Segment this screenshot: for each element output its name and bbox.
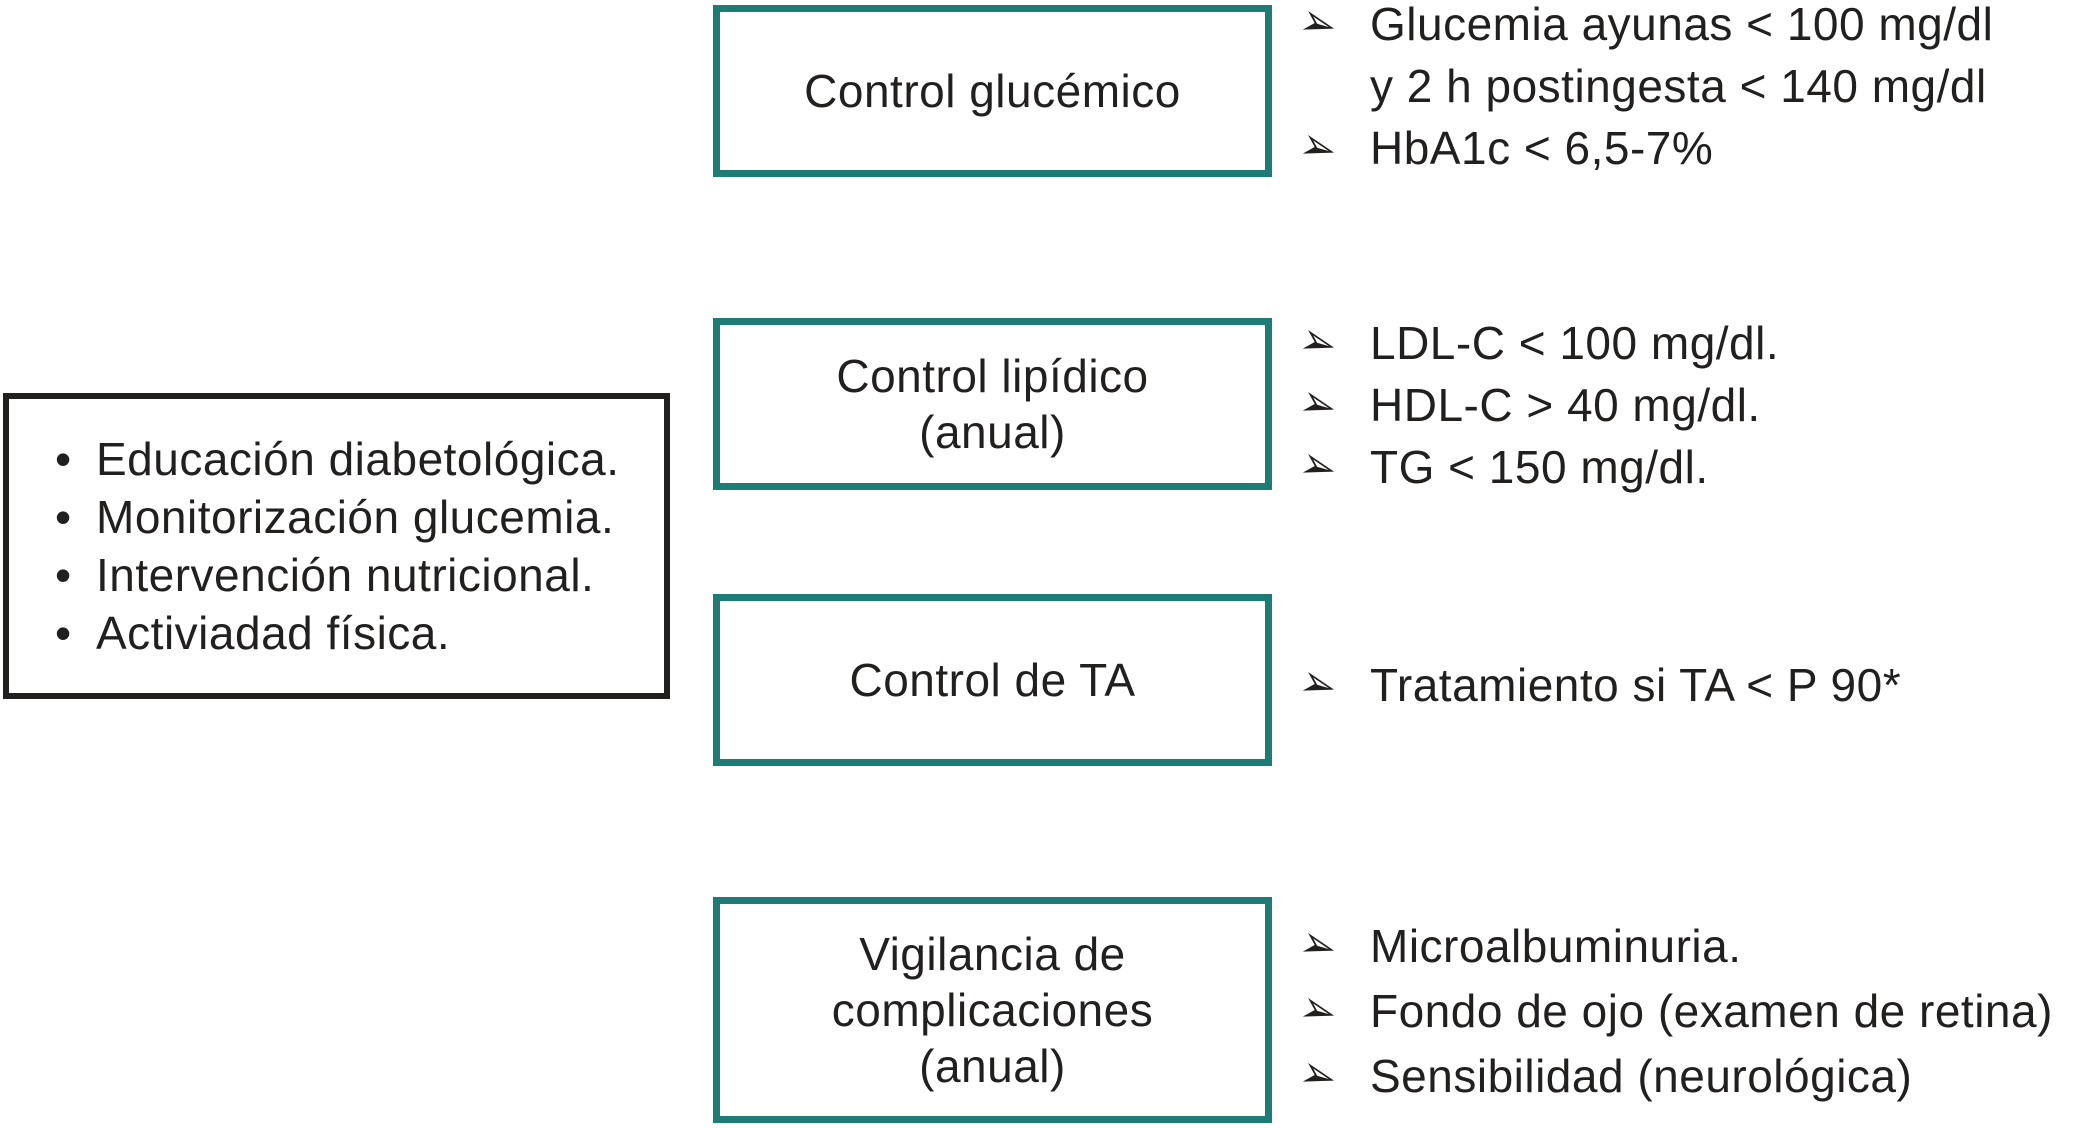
target-text: Tratamiento si TA < P 90* [1370, 659, 1902, 711]
target-text: Fondo de ojo (examen de retina) [1370, 984, 2053, 1037]
target-item: ➢ y 2 h postingesta < 140 mg/dl [1300, 55, 1993, 117]
target-item: ➢ TG < 150 mg/dl. [1294, 436, 1779, 498]
target-item: ➢ Sensibilidad (neurológica) [1294, 1043, 2053, 1108]
arrow-bullet-icon: ➢ [1294, 981, 1344, 1039]
complication-screening-list: ➢ Microalbuminuria. ➢ Fondo de ojo (exam… [1294, 913, 2053, 1108]
target-text: TG < 150 mg/dl. [1370, 441, 1709, 493]
box-label-line: (anual) [919, 1040, 1066, 1092]
general-measure-label: Intervención nutricional. [96, 549, 595, 601]
dot-bullet-icon: • [55, 607, 72, 659]
target-item: ➢ Glucemia ayunas < 100 mg/dl [1294, 0, 1994, 55]
target-text: Glucemia ayunas < 100 mg/dl [1370, 0, 1994, 50]
lipid-targets-list: ➢ LDL-C < 100 mg/dl. ➢ HDL-C > 40 mg/dl.… [1294, 312, 1780, 498]
box-label-line: Control glucémico [804, 65, 1181, 117]
arrow-bullet-icon: ➢ [1294, 916, 1344, 974]
target-text: HDL-C > 40 mg/dl. [1370, 379, 1761, 431]
control-ta-box: Control de TA [713, 594, 1272, 766]
arrow-bullet-icon: ➢ [1294, 313, 1344, 372]
box-label-line: Control lipídico [836, 350, 1149, 402]
bp-treatment-list: ➢ Tratamiento si TA < P 90* [1294, 654, 1902, 716]
box-label-line: Vigilancia de [859, 928, 1126, 980]
dot-bullet-icon: • [55, 549, 72, 601]
list-item: • Activiadad física. [55, 604, 664, 662]
list-item: • Educación diabetológica. [55, 430, 664, 488]
list-item: • Intervención nutricional. [55, 546, 664, 604]
glycemic-targets-list: ➢ Glucemia ayunas < 100 mg/dl ➢ y 2 h po… [1294, 0, 1994, 179]
vigilancia-complicaciones-box: Vigilancia de complicaciones (anual) [713, 897, 1272, 1123]
control-glucemico-box: Control glucémico [713, 5, 1272, 177]
box-label-line: Control de TA [849, 654, 1136, 706]
target-item: ➢ HDL-C > 40 mg/dl. [1294, 374, 1779, 436]
general-measures-panel: • Educación diabetológica. • Monitorizac… [3, 393, 670, 699]
target-text: Sensibilidad (neurológica) [1370, 1049, 1913, 1102]
dot-bullet-icon: • [55, 433, 72, 485]
general-measure-label: Educación diabetológica. [96, 433, 620, 485]
general-measure-label: Activiadad física. [96, 607, 451, 659]
target-item: ➢ HbA1c < 6,5-7% [1294, 117, 1993, 179]
arrow-bullet-icon: ➢ [1294, 118, 1344, 177]
target-text: Microalbuminuria. [1370, 919, 1742, 972]
arrow-bullet-icon: ➢ [1294, 375, 1344, 434]
control-lipidico-box: Control lipídico (anual) [713, 318, 1272, 490]
list-item: • Monitorización glucemia. [55, 488, 664, 546]
target-item: ➢ Microalbuminuria. [1294, 913, 2053, 978]
general-measure-label: Monitorización glucemia. [96, 491, 615, 543]
target-text: HbA1c < 6,5-7% [1370, 122, 1714, 174]
target-item: ➢ Fondo de ojo (examen de retina) [1294, 978, 2053, 1043]
arrow-bullet-icon: ➢ [1294, 1046, 1344, 1104]
target-item: ➢ Tratamiento si TA < P 90* [1294, 654, 1902, 716]
dot-bullet-icon: • [55, 491, 72, 543]
arrow-bullet-icon: ➢ [1294, 0, 1344, 53]
box-label-line: (anual) [919, 406, 1066, 458]
box-label-line: complicaciones [831, 984, 1154, 1036]
target-item: ➢ LDL-C < 100 mg/dl. [1294, 312, 1780, 374]
target-text: LDL-C < 100 mg/dl. [1370, 317, 1780, 369]
arrow-bullet-icon: ➢ [1294, 655, 1344, 714]
arrow-bullet-icon: ➢ [1294, 437, 1344, 496]
target-text: y 2 h postingesta < 140 mg/dl [1370, 60, 1987, 112]
